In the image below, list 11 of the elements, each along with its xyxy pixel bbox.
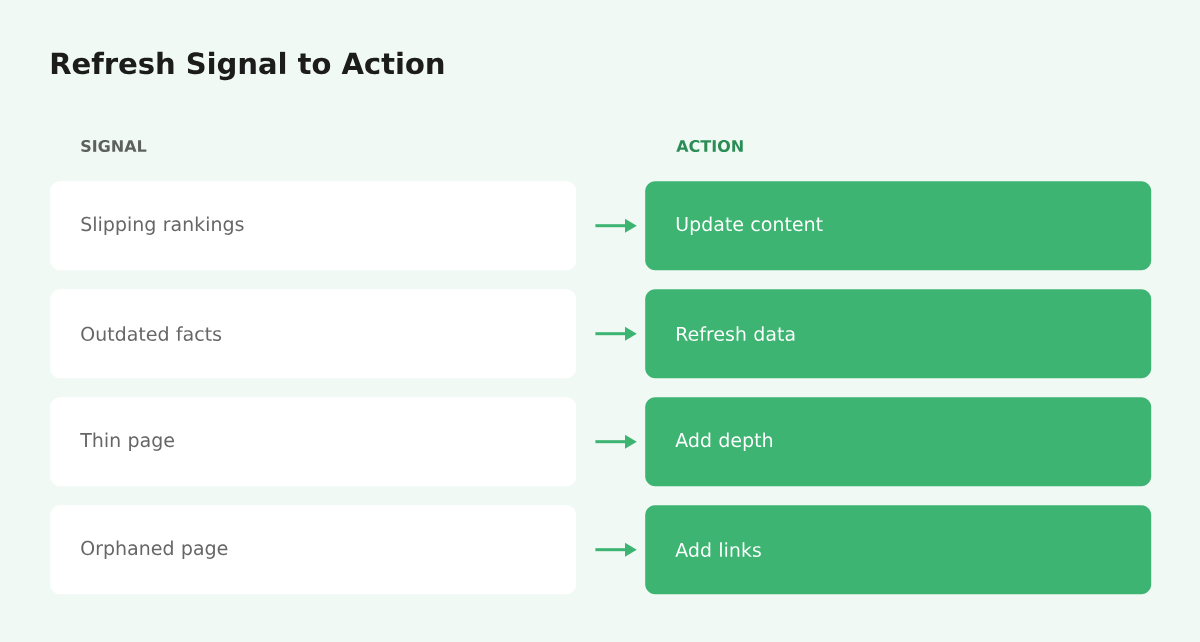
action-box: Update content: [645, 181, 1152, 271]
signal-box: Thin page: [50, 397, 577, 487]
column-header: ACTION: [676, 139, 743, 153]
title: Refresh Signal to Action: [51, 51, 444, 81]
action-box: Add depth: [645, 397, 1152, 487]
column-header: SIGNAL: [81, 139, 147, 153]
action-box: Add links: [645, 505, 1152, 595]
signal-box: Slipping rankings: [50, 181, 577, 271]
action-box: Refresh data: [645, 289, 1152, 379]
signal-box: Outdated facts: [50, 289, 577, 379]
signal-box: Orphaned page: [50, 505, 577, 595]
